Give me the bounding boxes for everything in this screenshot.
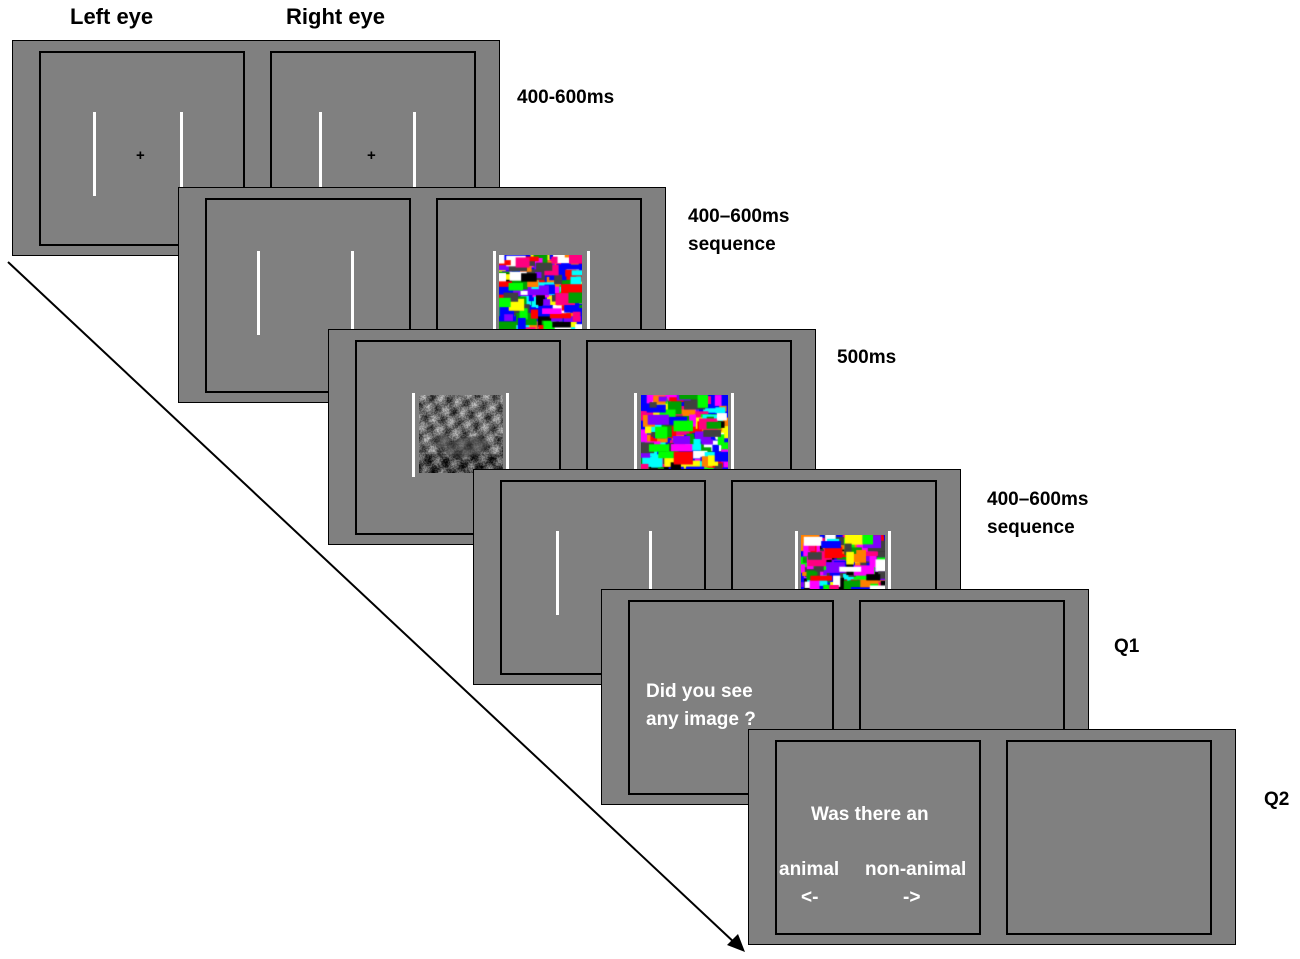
mondrian-mask [641, 395, 728, 473]
frame1-duration: 400-600ms [517, 87, 615, 108]
mondrian-mask [801, 535, 885, 590]
q2-label: Q2 [1264, 789, 1290, 810]
vertical-bar [351, 251, 354, 335]
q2-option-animal-key: <- [801, 887, 819, 908]
vertical-bar [257, 251, 260, 335]
frame2-sequence-label: sequence [688, 234, 776, 255]
frame4-duration: 400–600ms [987, 489, 1089, 510]
vertical-bar [649, 531, 652, 615]
vertical-bar [888, 531, 891, 615]
q1-text-line1: Did you see [646, 681, 753, 702]
vertical-bar [506, 393, 509, 477]
frame4-sequence-label: sequence [987, 517, 1075, 538]
animal-image [419, 395, 503, 473]
vertical-bar [493, 251, 496, 335]
q1-text-line2: any image ? [646, 709, 756, 730]
q2-question: Was there an [811, 804, 929, 825]
frame2-duration: 400–600ms [688, 206, 790, 227]
left-eye-panel [355, 340, 561, 535]
left-eye-panel [205, 198, 411, 393]
q2-option-non-animal-key: -> [903, 887, 921, 908]
vertical-bar [93, 112, 96, 196]
frame-question-2: Was there an animal <- non-animal -> [748, 729, 1236, 945]
left-eye-panel: Was there an animal <- non-animal -> [775, 740, 981, 935]
vertical-bar [412, 393, 415, 477]
vertical-bar [413, 112, 416, 196]
q2-option-non-animal: non-animal [865, 859, 967, 880]
left-eye-header: Left eye [70, 4, 154, 29]
frame3-duration: 500ms [837, 347, 897, 368]
vertical-bar [795, 531, 798, 615]
vertical-bar [634, 393, 637, 477]
vertical-bar [587, 251, 590, 335]
vertical-bar [731, 393, 734, 477]
vertical-bar [556, 531, 559, 615]
mondrian-mask [499, 255, 582, 333]
q1-label: Q1 [1114, 636, 1140, 657]
fixation-cross: + [367, 147, 376, 164]
fixation-cross: + [136, 147, 145, 164]
q2-option-animal: animal [779, 859, 840, 880]
right-eye-header: Right eye [286, 4, 386, 29]
vertical-bar [319, 112, 322, 196]
vertical-bar [180, 112, 183, 196]
right-eye-panel [1006, 740, 1212, 935]
frame-question-1: Did you see any image ? [601, 589, 1089, 805]
